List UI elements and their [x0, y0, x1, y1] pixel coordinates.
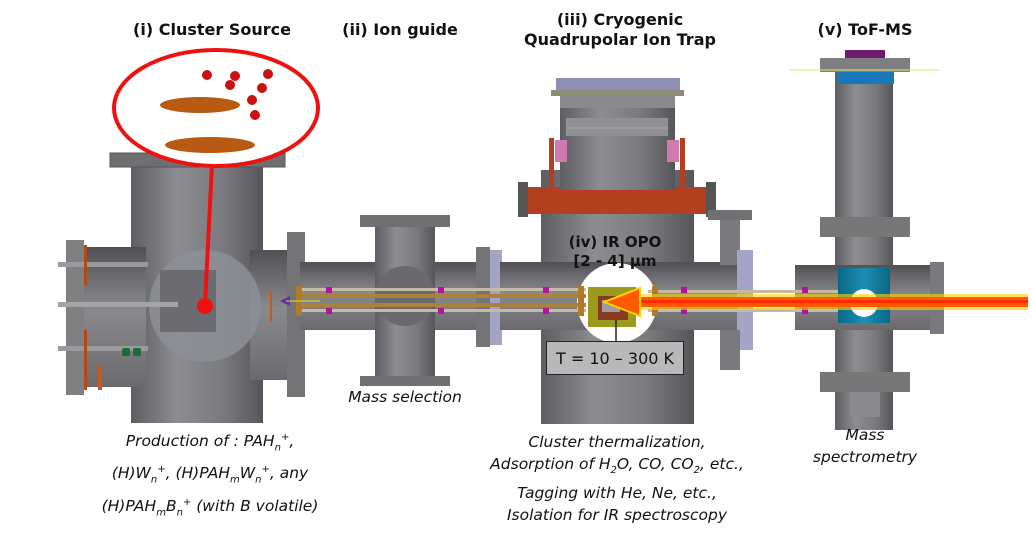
- tof-caption: Mass spectrometry: [800, 424, 930, 468]
- mass-selection-caption: Mass selection: [348, 388, 462, 406]
- source-caption-line3: (H)PAHmBn+ (with B volatile): [101, 496, 319, 518]
- cluster-source-chamber: [58, 152, 305, 423]
- ion-guide-rods: [280, 286, 838, 316]
- trap-caption-line4: Isolation for IR spectroscopy: [506, 506, 728, 525]
- trap-caption: Cluster thermalization, Adsorption of H2…: [472, 431, 762, 526]
- trap-caption-line1: Cluster thermalization,: [528, 433, 706, 451]
- ion-direction-arrow-icon: [280, 296, 290, 306]
- ir-laser-beam: [601, 286, 1028, 318]
- ir-opo-label: (iv) IR OPO [2 - 4] µm: [550, 233, 680, 271]
- ir-opo-line1: (iv) IR OPO: [568, 233, 662, 251]
- temperature-box: T = 10 – 300 K: [546, 341, 684, 375]
- trap-caption-line3: Tagging with He, Ne, etc.,: [517, 484, 717, 503]
- cluster-zoom-callout: [112, 48, 320, 314]
- tof-ms-chamber: [790, 50, 944, 430]
- source-caption-line2: (H)Wn+, (H)PAHmWn+, any: [111, 464, 309, 486]
- tof-caption-line2: spectrometry: [812, 448, 918, 466]
- ion-guide-title: (ii) Ion guide: [342, 20, 458, 39]
- source-caption-line1: Production of : PAHn+,: [125, 432, 295, 454]
- ion-guide-chamber: [300, 215, 502, 386]
- tof-caption-line1: Mass: [845, 426, 885, 444]
- ir-opo-wavelength: [2 - 4] µm: [573, 252, 657, 270]
- trap-caption-line2: Adsorption of H2O, CO, CO2, etc.,: [490, 455, 744, 477]
- cluster-source-title: (i) Cluster Source: [133, 20, 291, 39]
- water-cluster: [202, 69, 273, 120]
- valve-icon: [122, 348, 141, 356]
- ion-trap-title: (iii) Cryogenic Quadrupolar Ion Trap: [490, 10, 750, 50]
- ion-trap-title-line1: (iii) Cryogenic: [556, 10, 684, 29]
- ion-trap-title-line2: Quadrupolar Ion Trap: [524, 30, 716, 49]
- tof-ms-title: (v) ToF-MS: [817, 20, 913, 39]
- source-caption: Production of : PAHn+, (H)Wn+, (H)PAHmWn…: [80, 427, 340, 524]
- laser-arrowhead-icon: [601, 286, 641, 318]
- pah-molecule: [160, 97, 255, 153]
